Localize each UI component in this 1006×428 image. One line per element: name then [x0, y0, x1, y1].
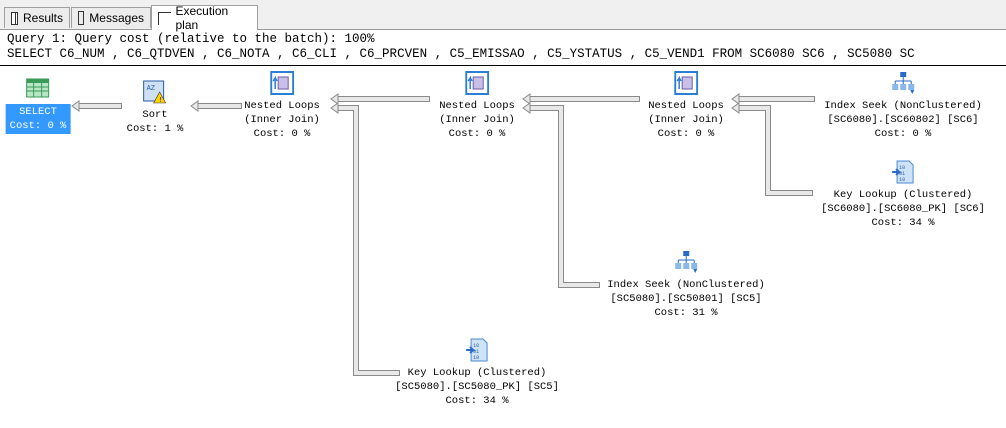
- sort-warning-icon: AZ!: [143, 80, 167, 104]
- node-cost: Cost: 0 %: [874, 128, 932, 140]
- plan-node-index-seek-sc6[interactable]: Index Seek (NonClustered) [SC6080].[SC60…: [824, 71, 982, 141]
- tab-label: Execution plan: [175, 4, 229, 32]
- tab-execution-plan[interactable]: Execution plan: [151, 4, 258, 32]
- node-cost: Cost: 0 %: [9, 120, 67, 132]
- messages-icon: [78, 11, 85, 25]
- node-sublabel: [SC6080].[SC6080_PK] [SC6]: [821, 203, 985, 215]
- divider: [0, 65, 1006, 66]
- node-sublabel: [SC5080].[SC50801] [SC5]: [610, 293, 762, 305]
- index-seek-icon: [675, 251, 697, 273]
- svg-text:01: 01: [473, 349, 479, 355]
- nested-loops-icon: [465, 71, 489, 95]
- node-sublabel: [SC5080].[SC5080_PK] [SC5]: [395, 381, 559, 393]
- tab-messages[interactable]: Messages: [71, 7, 151, 28]
- node-cost: Cost: 34 %: [445, 395, 509, 407]
- tab-bar: Results Messages Execution plan: [0, 0, 1006, 32]
- svg-text:!: !: [159, 97, 163, 104]
- plan-node-sort[interactable]: AZ! Sort Cost: 1 %: [126, 80, 184, 136]
- node-label: Key Lookup (Clustered): [833, 189, 973, 201]
- tab-label: Messages: [89, 11, 144, 25]
- tab-results[interactable]: Results: [4, 7, 70, 28]
- node-sublabel: (Inner Join): [439, 114, 515, 126]
- plan-node-nested-loops-3[interactable]: Nested Loops (Inner Join) Cost: 0 %: [648, 71, 724, 141]
- svg-text:AZ: AZ: [147, 85, 155, 93]
- svg-text:01: 01: [899, 171, 905, 177]
- node-cost: Cost: 1 %: [126, 123, 184, 135]
- tab-label: Results: [22, 11, 63, 25]
- node-cost: Cost: 0 %: [253, 128, 311, 140]
- table-icon: [26, 78, 50, 98]
- node-sublabel: (Inner Join): [648, 114, 724, 126]
- node-label: Nested Loops: [648, 100, 724, 112]
- query-sql: SELECT C6_NUM , C6_QTDVEN , C6_NOTA , C6…: [7, 47, 915, 61]
- index-seek-icon: [892, 72, 914, 94]
- plan-node-nested-loops-2[interactable]: Nested Loops (Inner Join) Cost: 0 %: [439, 71, 515, 141]
- node-sublabel: [SC6080].[SC60802] [SC6]: [827, 114, 979, 126]
- grid-icon: [11, 11, 18, 25]
- plan-node-select[interactable]: SELECT Cost: 0 %: [5, 76, 71, 134]
- plan-node-nested-loops-1[interactable]: Nested Loops (Inner Join) Cost: 0 %: [244, 71, 320, 141]
- node-label: Index Seek (NonClustered): [607, 279, 765, 291]
- node-label: Index Seek (NonClustered): [824, 100, 982, 112]
- plan-icon: [158, 11, 171, 25]
- node-label: SELECT: [19, 106, 57, 118]
- node-cost: Cost: 0 %: [448, 128, 506, 140]
- nested-loops-icon: [270, 71, 294, 95]
- node-label: Nested Loops: [439, 100, 515, 112]
- svg-text:10: 10: [899, 177, 905, 183]
- node-cost: Cost: 34 %: [871, 217, 935, 229]
- node-sublabel: (Inner Join): [244, 114, 320, 126]
- node-cost: Cost: 31 %: [654, 307, 718, 319]
- node-cost: Cost: 0 %: [657, 128, 715, 140]
- query-cost-header: Query 1: Query cost (relative to the bat…: [7, 32, 375, 46]
- node-label: Nested Loops: [244, 100, 320, 112]
- nested-loops-icon: [674, 71, 698, 95]
- node-label: Key Lookup (Clustered): [407, 367, 547, 379]
- svg-text:10: 10: [473, 355, 479, 361]
- plan-node-index-seek-sc5[interactable]: Index Seek (NonClustered) [SC5080].[SC50…: [607, 250, 765, 320]
- svg-text:10: 10: [899, 165, 905, 171]
- node-label: Sort: [142, 109, 168, 121]
- svg-text:10: 10: [473, 343, 479, 349]
